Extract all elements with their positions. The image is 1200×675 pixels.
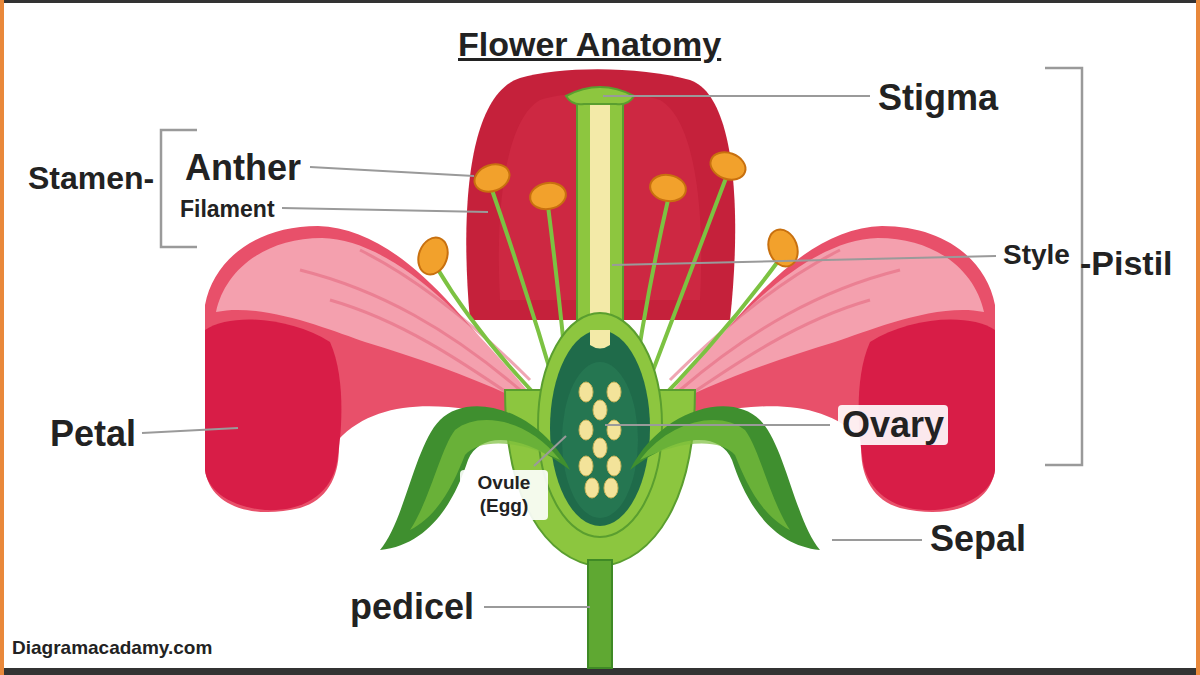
ovules-part xyxy=(607,456,621,476)
ovules-part xyxy=(579,382,593,402)
anthers-part xyxy=(471,160,514,197)
leader-lines-part xyxy=(832,539,922,541)
sepals-part xyxy=(380,406,570,550)
ovules-part xyxy=(585,478,599,498)
part-label: Anther xyxy=(185,150,301,186)
brackets-part xyxy=(161,130,197,247)
part-label: Stigma xyxy=(878,80,998,116)
ovules xyxy=(579,382,621,498)
part-label: Sepal xyxy=(930,521,1026,557)
sepals xyxy=(380,406,820,550)
leader-lines-part xyxy=(605,424,830,426)
side-petal xyxy=(655,226,995,512)
pistil-part xyxy=(562,362,638,518)
pistil-part xyxy=(590,330,610,349)
pedicel-stem xyxy=(588,560,612,668)
group-label: Stamen- xyxy=(28,162,154,194)
anthers-part xyxy=(707,148,750,185)
pedicel-stem-part xyxy=(588,560,612,668)
leader-lines-part xyxy=(603,95,870,97)
page-frame-part xyxy=(0,0,1200,3)
part-label: Filament xyxy=(180,198,275,221)
brackets xyxy=(161,68,1082,465)
leader-lines-part xyxy=(484,606,590,608)
page-frame-part xyxy=(1196,0,1200,675)
side-petal-part xyxy=(205,320,341,511)
part-label: Ovule (Egg) xyxy=(460,470,548,520)
leader-lines-part xyxy=(310,167,474,176)
sepals-part-part xyxy=(640,420,790,530)
anthers-part xyxy=(528,180,568,212)
diagram-title: Flower Anatomy xyxy=(458,27,721,61)
ovules-part xyxy=(607,420,621,440)
sepals-part xyxy=(630,406,820,550)
page-frame-part xyxy=(0,668,1200,675)
pistil-part xyxy=(590,100,610,332)
part-label: Ovary xyxy=(838,405,948,445)
side-petal-part xyxy=(300,250,530,405)
ovules-part xyxy=(593,400,607,420)
side-petal-part xyxy=(655,226,995,512)
leader-lines-part xyxy=(612,256,996,265)
leader-lines-part xyxy=(534,436,566,466)
page-frame-part xyxy=(0,0,4,675)
group-label: -Pistil xyxy=(1080,246,1173,280)
pistil-part xyxy=(577,92,623,332)
sepals-part-part xyxy=(630,406,820,550)
ovules-part xyxy=(604,478,618,498)
leader-lines-part xyxy=(282,208,488,212)
ovules-part xyxy=(607,382,621,402)
leader-lines xyxy=(142,96,996,607)
part-label: pedicel xyxy=(350,589,474,625)
side-petal-part xyxy=(670,250,900,405)
ovules-part xyxy=(593,438,607,458)
pistil-part xyxy=(550,330,650,526)
leader-lines-part xyxy=(142,428,238,433)
pistil xyxy=(538,87,662,537)
part-label: Style xyxy=(1003,241,1070,269)
anthers-part xyxy=(648,172,688,204)
sepals-part xyxy=(410,420,560,530)
website-credit: Diagramacadamy.com xyxy=(12,638,212,657)
anthers-part xyxy=(763,225,802,270)
ovules-part xyxy=(579,456,593,476)
part-label: Petal xyxy=(50,416,136,452)
anthers-part xyxy=(413,233,452,278)
ovules-part xyxy=(579,420,593,440)
